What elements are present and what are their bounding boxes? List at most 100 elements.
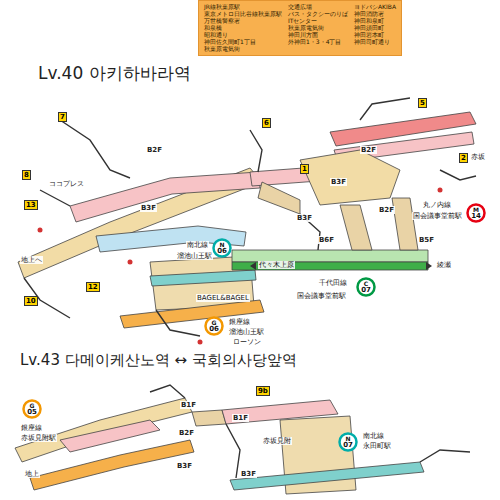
place-name: 溜池山王駅 [176,252,213,260]
exit-number: 10 [24,296,38,306]
exit-number: 2 [459,153,468,163]
station-badge: C07 [356,277,376,297]
place-name: 銀座線 [20,424,43,432]
station-badge: N06 [212,238,232,258]
station-number: 05 [27,409,37,416]
facility-icon-part [38,228,43,233]
exit-number: 12 [86,282,100,292]
exit-name: 東京メトロ日比谷線秋葉原駅 [204,10,282,17]
map-two [15,398,424,494]
station-badge: G05 [22,399,42,419]
place-name: BAGEL&BAGEL [196,294,250,302]
badge-circle [214,240,231,257]
exit-number: 1 [300,164,309,174]
exit-name: 神田岩本町 [354,31,396,38]
exit-number: 7 [58,112,67,122]
exit-name: 昭和通り [204,31,282,38]
exit-number: 6 [262,118,271,128]
map-two-walls-part [150,385,185,398]
map-one-walls-part [40,190,70,206]
map-one-part [150,270,256,286]
badge-circle [206,318,223,335]
map-one-walls-part [360,98,410,120]
exit-name: 万世橋警察署 [204,17,282,24]
place-name: 国会議事堂前駅 [412,212,463,220]
station-number: 07 [361,287,371,294]
map-one [18,112,476,328]
direction-arrow-part [426,262,432,270]
station-badge: G06 [204,316,224,336]
badge-circle [468,205,485,222]
exit-number: 13 [24,200,38,210]
exit-name: バス・タクシーのりば [288,10,348,17]
station-number: 06 [217,248,227,255]
map-one-part [232,262,428,270]
floor-label: B2F [178,429,195,437]
badge-circle [358,279,375,296]
place-name: ローソン [232,338,262,346]
place-name: 赤坂見附駅 [20,434,57,442]
floor-label: B5F [418,236,435,244]
exit-name: 神田司町通り [354,38,396,45]
floor-label: B3F [140,204,157,212]
map-two-part [60,420,160,452]
floor-label: B2F [360,146,377,154]
exit-number: 5 [418,98,427,108]
facility-icon [38,188,443,345]
floor-label: B3F [330,178,347,186]
exit-name: 外神田1・3・4丁目 [288,38,348,45]
exit-name: 秋葉原電気街 [288,24,348,31]
map-one-part [120,300,264,328]
place-name: 永田町駅 [362,442,392,450]
map-two-walls-part [420,450,470,462]
place-name: 南北線 [186,241,209,249]
place-name: ココプレス [48,180,85,188]
station-badge: N07 [338,432,358,452]
direction-arrow-part [250,262,256,270]
map-one-walls-part [24,278,70,318]
floor-label: B2F [146,146,163,154]
section-heading: Lv.40 아키하바라역 [38,64,191,84]
place-name: 国会議事堂前駅 [296,292,347,300]
exit-number: 8 [22,170,31,180]
exit-name: 神田和泉町 [354,17,396,24]
map-two-walls [150,385,470,478]
exit-board: JR線秋葉原駅東京メトロ日比谷線秋葉原駅万世橋警察署和泉橋昭和通り神田佐久間町1… [198,0,402,56]
facility-icon-part [438,188,443,193]
place-name: 銀座線 [228,318,251,326]
exit-column: JR線秋葉原駅東京メトロ日比谷線秋葉原駅万世橋警察署和泉橋昭和通り神田佐久間町1… [204,3,282,52]
map-one-walls-part [156,310,200,336]
floor-label: B3F [176,462,193,470]
floor-label: B3F [296,214,313,222]
station-number: 06 [209,326,219,333]
map-one-part [300,150,400,205]
place-name: 赤坂 [470,153,486,161]
map-two-walls-part [226,424,240,478]
floor-label: B6F [318,236,335,244]
exit-name: ヨドバシAKIBA [354,3,396,10]
map-one-walls-part [440,170,476,180]
place-name: 溜池山王駅 [228,328,265,336]
exit-name: 神田消防署 [354,10,396,17]
station-number: 14 [471,213,481,220]
exit-name: 秋葉原電気街 [204,45,282,52]
exit-column: 交通広場バス・タクシーのりばITセンター秋葉原電気街神田川方面外神田1・3・4丁… [288,3,348,52]
floor-label: B3F [240,470,257,478]
place-name: 綾瀬 [436,261,452,269]
exit-name: ITセンター [288,17,348,24]
exit-name: 神田須田町 [354,24,396,31]
badge-circle [340,434,357,451]
place-name: 南北線 [362,432,385,440]
place-name: 代々木上原 [258,261,295,269]
map-one-part [258,182,300,214]
station-number: 07 [343,442,353,449]
badge-circle [24,401,41,418]
place-name: 地上 [24,470,40,478]
map-one-walls-part [60,120,130,178]
place-name: 丸ノ内線 [422,201,452,209]
place-name: 地上へ [20,256,43,264]
place-name: 千代田線 [318,279,348,287]
map-two-part [192,410,226,426]
exit-number: 9b [256,386,270,396]
floor-label: B1F [232,414,249,422]
